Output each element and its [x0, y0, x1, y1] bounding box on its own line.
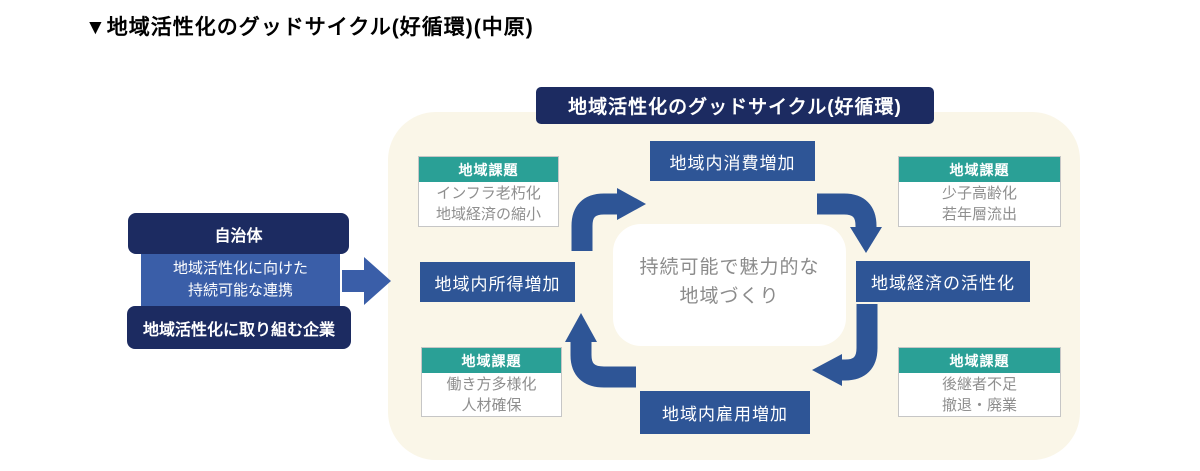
issue-body: 少子高齢化 若年層流出 [899, 182, 1060, 226]
company-box: 地域活性化に取り組む企業 [127, 306, 351, 349]
issue-box-bottom-right: 地域課題 後継者不足 撤退・廃業 [898, 347, 1061, 417]
issue-line1: インフラ老朽化 [436, 185, 541, 202]
issue-header: 地域課題 [899, 157, 1060, 182]
center-goal-line2: 地域づくり [679, 285, 780, 307]
partnership-line2: 持続可能な連携 [187, 282, 293, 299]
issue-line2: 地域経済の縮小 [435, 206, 541, 223]
issue-header: 地域課題 [419, 157, 558, 182]
issue-header: 地域課題 [422, 348, 561, 373]
center-goal-line1: 持続可能で魅力的な [639, 257, 820, 278]
cycle-center-goal: 持続可能で魅力的な 地域づくり [613, 224, 846, 346]
partnership-line1: 地域活性化に向けた [172, 260, 308, 278]
issue-body: 後継者不足 撤退・廃業 [899, 373, 1060, 416]
issue-line2: 若年層流出 [941, 206, 1017, 223]
issue-line1: 少子高齢化 [941, 185, 1017, 202]
issue-body: 働き方多様化 人材確保 [422, 373, 561, 416]
cycle-panel-header: 地域活性化のグッドサイクル(好循環) [536, 87, 934, 124]
issue-header: 地域課題 [899, 348, 1060, 373]
issue-line2: 人材確保 [461, 396, 522, 414]
issue-box-top-right: 地域課題 少子高齢化 若年層流出 [898, 156, 1061, 227]
issue-line1: 働き方多様化 [446, 375, 537, 393]
cycle-node-employment: 地域内雇用増加 [640, 391, 810, 434]
issue-box-bottom-left: 地域課題 働き方多様化 人材確保 [421, 347, 562, 417]
page-title: ▼地域活性化のグッドサイクル(好循環)(中原) [85, 16, 534, 39]
issue-box-top-left: 地域課題 インフラ老朽化 地域経済の縮小 [418, 156, 559, 227]
cycle-node-economy: 地域経済の活性化 [856, 261, 1030, 302]
cycle-node-income: 地域内所得増加 [420, 262, 575, 302]
issue-body: インフラ老朽化 地域経済の縮小 [419, 182, 558, 226]
partnership-connector-box: 地域活性化に向けた 持続可能な連携 [141, 252, 340, 308]
issue-line2: 撤退・廃業 [941, 396, 1017, 414]
issue-line1: 後継者不足 [941, 375, 1017, 393]
left-group-to-cycle-arrow [342, 257, 391, 305]
municipality-box: 自治体 [128, 213, 349, 254]
cycle-node-consumption: 地域内消費増加 [650, 141, 815, 181]
